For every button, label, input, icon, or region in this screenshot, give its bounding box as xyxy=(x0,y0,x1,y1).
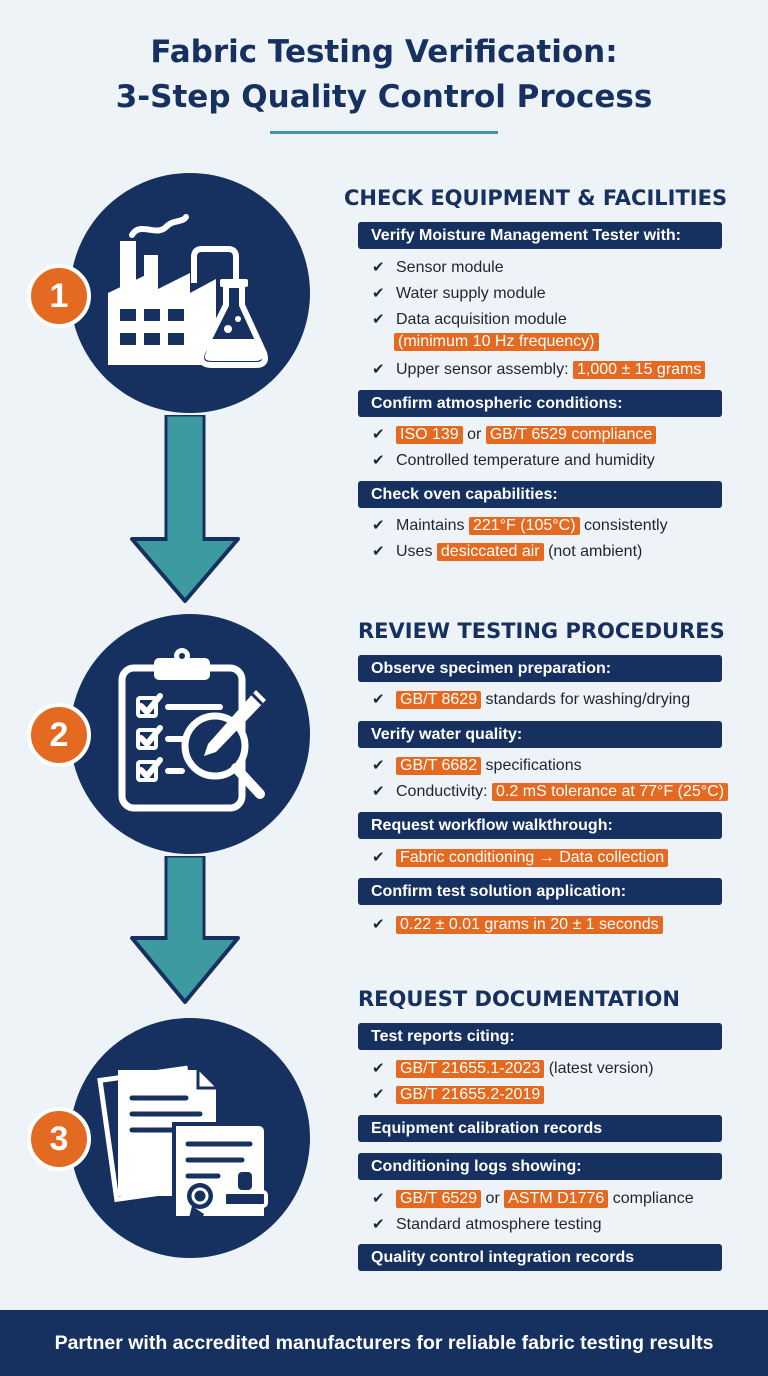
list-item-note: (minimum 10 Hz frequency) xyxy=(394,331,599,353)
check-icon: ✔ xyxy=(372,1189,385,1207)
check-icon: ✔ xyxy=(372,542,385,560)
list-item: ✔Controlled temperature and humidity xyxy=(372,451,655,469)
list-item: ✔Sensor module xyxy=(372,258,504,276)
list-item: ✔GB/T 6682 specifications xyxy=(372,756,582,775)
title-line-2: 3-Step Quality Control Process xyxy=(115,79,653,115)
step-1-group-2-header: Confirm atmospheric conditions: xyxy=(358,390,722,417)
step-2-group-3-header: Request workflow walkthrough: xyxy=(358,812,722,839)
step-3-number-badge: 3 xyxy=(27,1107,91,1171)
step-3-circle xyxy=(70,1018,310,1258)
step-2-title: REVIEW TESTING PROCEDURES xyxy=(358,619,725,643)
list-item: ✔Standard atmosphere testing xyxy=(372,1215,602,1233)
documents-certificate-icon xyxy=(97,1065,268,1224)
step-3-group-1-header: Test reports citing: xyxy=(358,1023,722,1050)
list-item: ✔Water supply module xyxy=(372,284,546,302)
check-icon: ✔ xyxy=(372,1215,385,1233)
list-item: ✔ISO 139 or GB/T 6529 compliance xyxy=(372,423,657,446)
step-1-group-3-header: Check oven capabilities: xyxy=(358,481,722,508)
step-1-title: CHECK EQUIPMENT & FACILITIES xyxy=(344,186,728,210)
title-line-1: Fabric Testing Verification: xyxy=(150,34,618,70)
list-item: ✔Fabric conditioning → Data collection xyxy=(372,846,669,869)
clipboard-magnifier-icon xyxy=(118,648,266,812)
list-item: ✔Maintains 221°F (105°C) consistently xyxy=(372,516,668,535)
check-icon: ✔ xyxy=(372,258,385,276)
list-item: ✔GB/T 6529 or ASTM D1776 compliance xyxy=(372,1189,694,1208)
step-2-group-2-header: Verify water quality: xyxy=(358,721,722,748)
footer-banner: Partner with accredited manufacturers fo… xyxy=(0,1310,768,1376)
step-1-circle xyxy=(70,173,310,413)
step-3-group-3-header: Conditioning logs showing: xyxy=(358,1153,722,1180)
step-2-number-badge: 2 xyxy=(27,703,91,767)
down-arrow-2 xyxy=(130,856,240,1004)
step-3-title: REQUEST DOCUMENTATION xyxy=(358,987,680,1011)
list-item: ✔GB/T 8629 standards for washing/drying xyxy=(372,690,691,709)
list-item: ✔GB/T 21655.1-2023 (latest version) xyxy=(372,1059,654,1078)
step-1-group-1-header: Verify Moisture Management Tester with: xyxy=(358,222,722,249)
check-icon: ✔ xyxy=(372,1059,385,1077)
title-divider xyxy=(270,131,498,134)
step-3-group-2-header: Equipment calibration records xyxy=(358,1115,722,1142)
step-2-group-1-header: Observe specimen preparation: xyxy=(358,655,722,682)
check-icon: ✔ xyxy=(372,848,385,866)
check-icon: ✔ xyxy=(372,451,385,469)
list-item: ✔Upper sensor assembly: 1,000 ± 15 grams xyxy=(372,358,706,381)
step-2-group-4-header: Confirm test solution application: xyxy=(358,878,722,905)
check-icon: ✔ xyxy=(372,1085,385,1103)
check-icon: ✔ xyxy=(372,756,385,774)
step-2-circle xyxy=(70,614,310,854)
check-icon: ✔ xyxy=(372,284,385,302)
check-icon: ✔ xyxy=(372,310,385,328)
list-item: ✔Data acquisition module xyxy=(372,310,567,328)
check-icon: ✔ xyxy=(372,360,385,378)
check-icon: ✔ xyxy=(372,425,385,443)
list-item: ✔Conductivity: 0.2 mS tolerance at 77°F … xyxy=(372,780,729,803)
check-icon: ✔ xyxy=(372,690,385,708)
step-1-number-badge: 1 xyxy=(27,264,91,328)
page-title: Fabric Testing Verification: 3-Step Qual… xyxy=(0,30,768,120)
list-item: ✔Uses desiccated air (not ambient) xyxy=(372,542,643,561)
check-icon: ✔ xyxy=(372,782,385,800)
down-arrow-1 xyxy=(130,415,240,603)
list-item: ✔0.22 ± 0.01 grams in 20 ± 1 seconds xyxy=(372,913,663,936)
list-item: ✔GB/T 21655.2-2019 xyxy=(372,1083,545,1106)
check-icon: ✔ xyxy=(372,516,385,534)
step-3-group-4-header: Quality control integration records xyxy=(358,1244,722,1271)
factory-flask-icon xyxy=(108,214,268,368)
check-icon: ✔ xyxy=(372,915,385,933)
